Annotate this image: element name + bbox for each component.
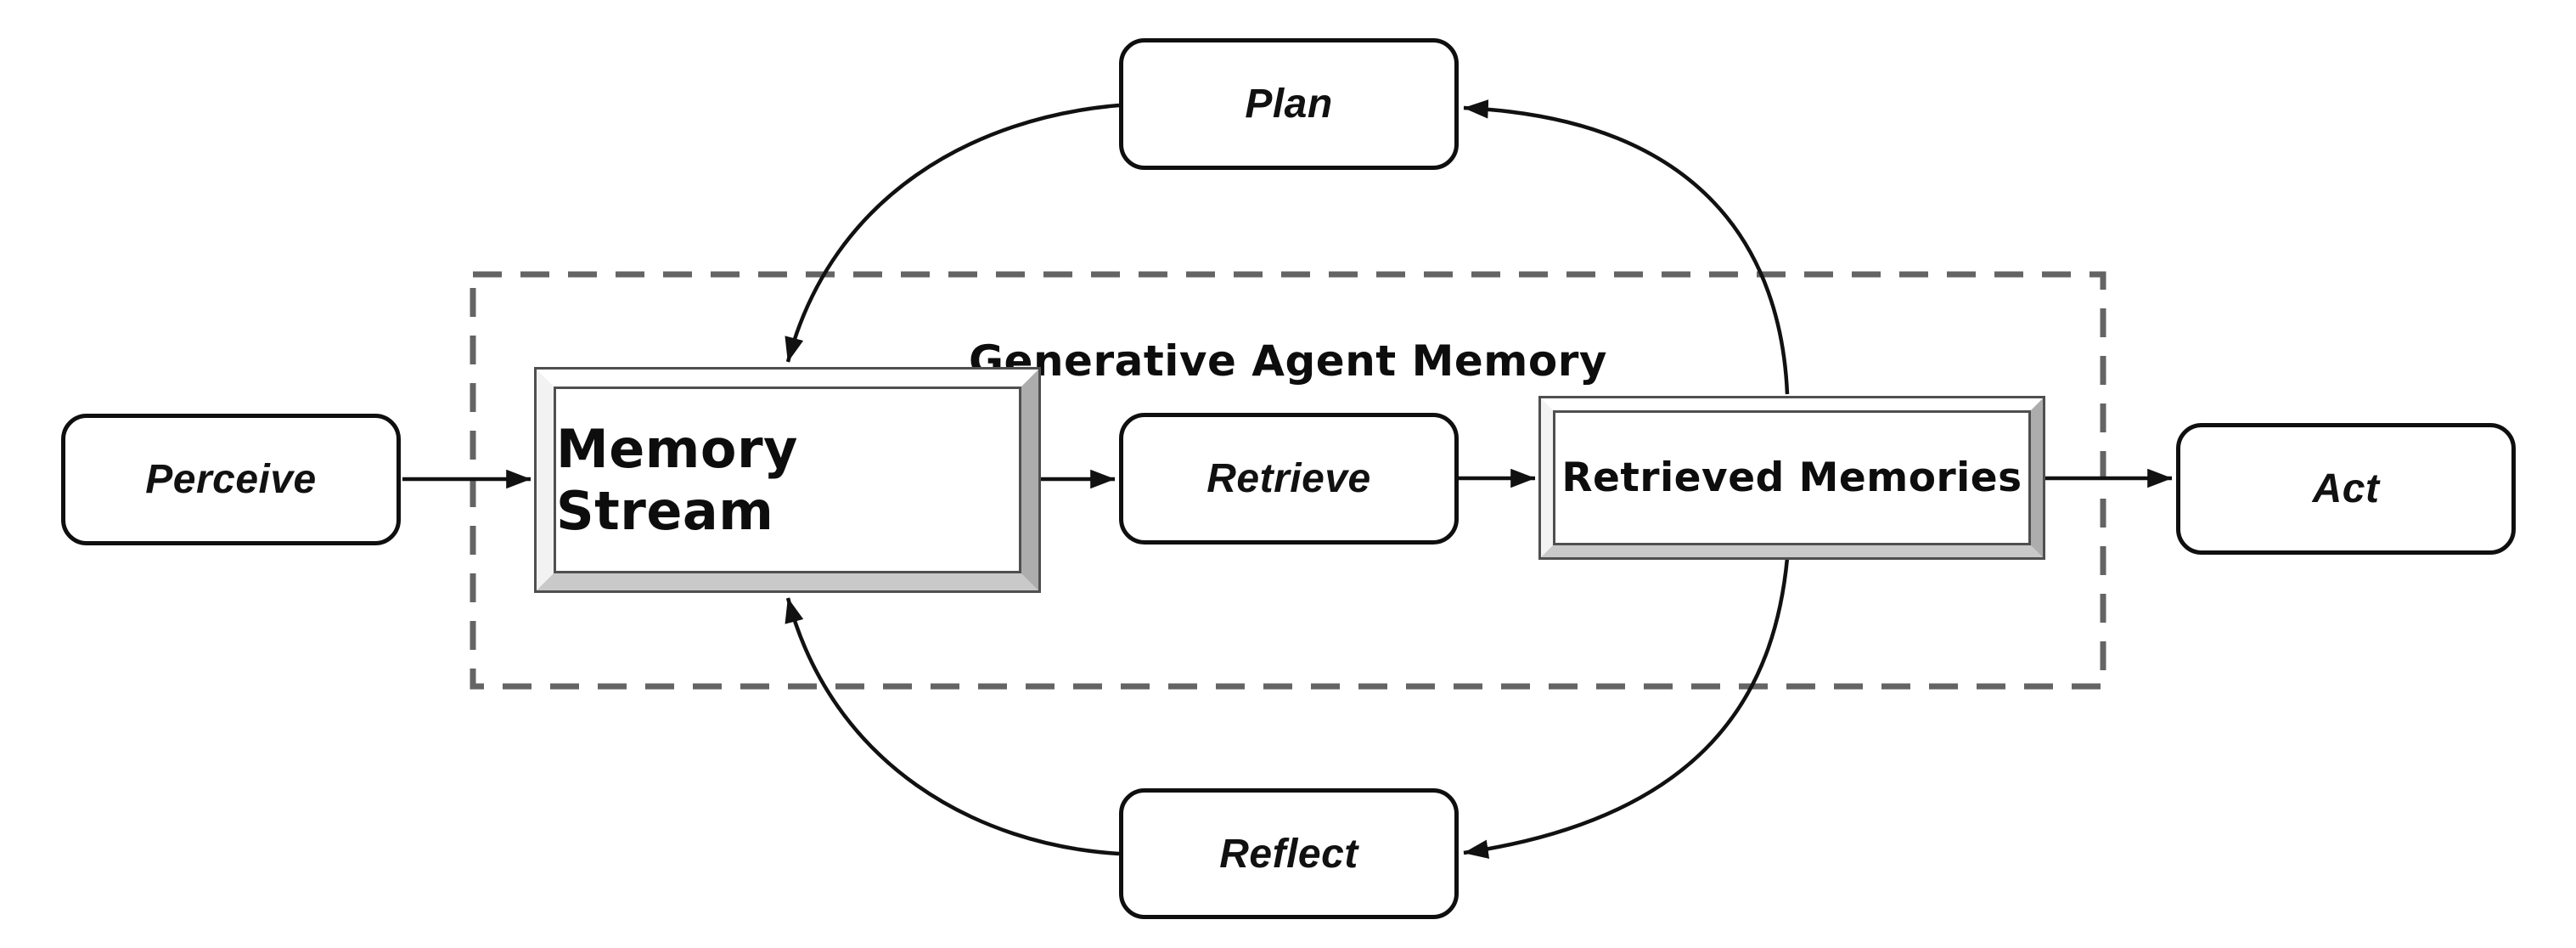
node-perceive: Perceive [61,414,401,545]
node-memory-stream: Memory Stream [534,367,1041,593]
node-reflect: Reflect [1119,788,1459,919]
node-retrieved-memories-label: Retrieved Memories [1561,454,2022,501]
arrow-retrieved-memories-to-plan [1463,99,1790,395]
retrieved-memories-bevel: Retrieved Memories [1541,398,2043,557]
arrow-retrieved-memories-to-reflect [1463,557,1790,859]
arrow-plan-to-memory-stream [785,103,1120,363]
node-retrieve: Retrieve [1119,413,1459,545]
node-plan: Plan [1119,38,1459,170]
node-plan-label: Plan [1245,82,1333,127]
node-memory-stream-label: Memory Stream [556,418,798,542]
node-reflect-label: Reflect [1219,831,1358,877]
arrow-reflect-to-memory-stream [785,597,1120,856]
node-act: Act [2176,423,2516,555]
retrieved-memories-inner: Retrieved Memories [1553,410,2031,545]
node-act-label: Act [2312,466,2380,511]
group-label-generative-agent-memory: Generative Agent Memory [969,336,1607,386]
node-retrieve-label: Retrieve [1206,456,1371,501]
memory-stream-inner: Memory Stream [554,387,1021,573]
node-retrieved-memories: Retrieved Memories [1538,396,2045,560]
node-perceive-label: Perceive [145,457,317,502]
memory-stream-bevel: Memory Stream [537,370,1038,590]
